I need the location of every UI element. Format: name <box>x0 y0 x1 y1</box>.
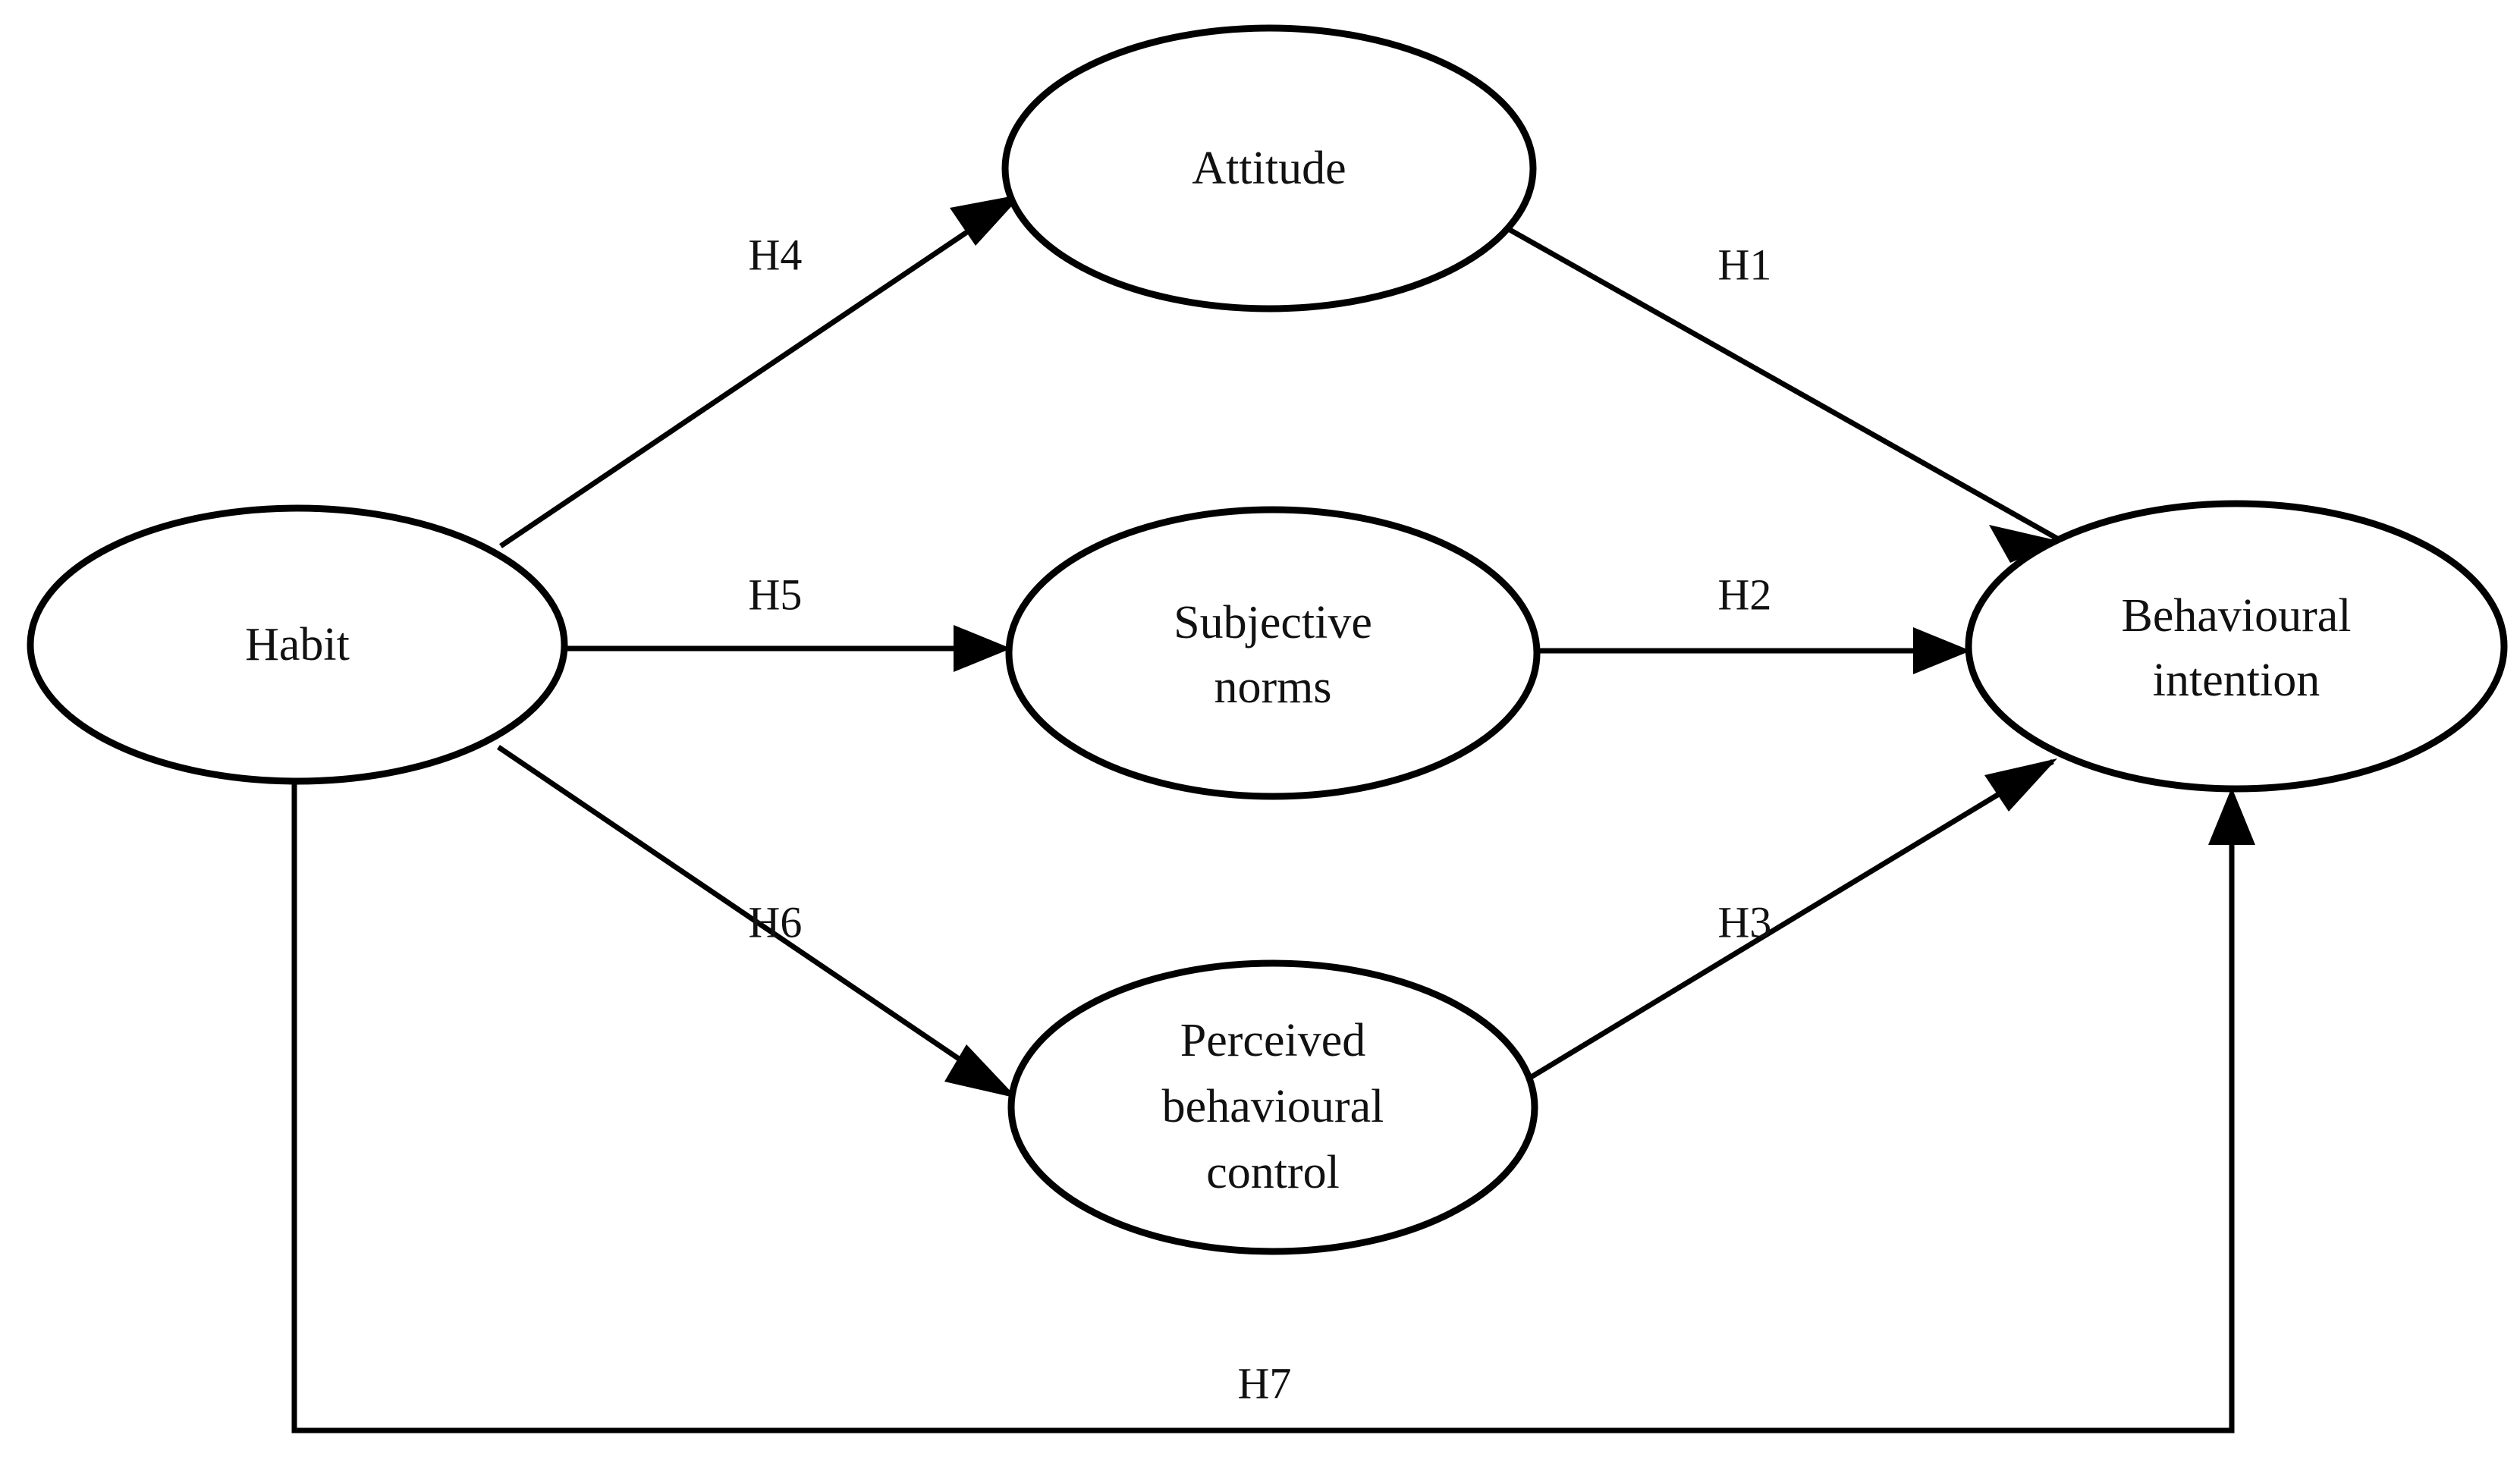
node-behavioural-intention-ellipse <box>1965 500 2508 793</box>
edge-h7[interactable]: H7 <box>291 777 2255 1433</box>
edge-h7-arrowhead <box>2208 787 2255 845</box>
edge-h6-arrowhead <box>944 1044 1017 1098</box>
edge-h4-arrowhead <box>950 194 1023 246</box>
node-behavioural-intention-label-line2: intention <box>2153 655 2320 706</box>
edge-h2-label: H2 <box>1718 570 1772 619</box>
node-perceived-behavioural-control-label-line2: behavioural <box>1162 1081 1384 1132</box>
edge-h6[interactable]: H6 <box>497 745 1017 1098</box>
node-habit[interactable]: Habit <box>27 504 568 785</box>
edge-h2-arrowhead <box>1913 627 1971 674</box>
node-perceived-behavioural-control[interactable]: Perceived behavioural control <box>1007 959 1538 1255</box>
edge-h5-arrowhead <box>954 625 1011 672</box>
node-subjective-norms[interactable]: Subjective norms <box>1005 506 1541 800</box>
edge-h4[interactable]: H4 <box>499 194 1023 548</box>
edge-h6-label: H6 <box>749 897 803 947</box>
node-perceived-behavioural-control-ellipse <box>1007 959 1538 1255</box>
edge-h6-line <box>497 745 1014 1097</box>
node-subjective-norms-ellipse <box>1005 506 1541 800</box>
edge-h3-label: H3 <box>1718 897 1772 947</box>
edge-h1[interactable]: H1 <box>1504 225 2062 563</box>
node-perceived-behavioural-control-label-line3: control <box>1206 1147 1340 1198</box>
edge-h5-label: H5 <box>749 570 803 619</box>
edge-h3-line <box>1510 759 2054 1091</box>
edge-h3-arrowhead <box>1984 758 2057 812</box>
edge-h4-label: H4 <box>749 230 803 279</box>
edge-h1-line <box>1504 225 2059 542</box>
edge-h4-line <box>499 195 1020 548</box>
node-habit-ellipse <box>27 504 568 785</box>
node-attitude[interactable]: Attitude <box>1001 24 1537 312</box>
node-behavioural-intention[interactable]: Behavioural intention <box>1965 500 2508 793</box>
node-habit-label: Habit <box>245 619 350 670</box>
node-behavioural-intention-label-line1: Behavioural <box>2121 590 2351 642</box>
node-perceived-behavioural-control-label-line1: Perceived <box>1180 1015 1365 1066</box>
node-subjective-norms-label-line1: Subjective <box>1174 597 1372 648</box>
node-subjective-norms-label-line2: norms <box>1214 661 1332 713</box>
edge-h2[interactable]: H2 <box>1537 570 1971 674</box>
edge-h7-path <box>291 777 2235 1433</box>
edge-h1-label: H1 <box>1718 240 1772 289</box>
edge-h5[interactable]: H5 <box>564 570 1011 672</box>
node-attitude-ellipse <box>1001 24 1537 312</box>
edge-h1-arrowhead <box>1989 525 2062 563</box>
edge-h3[interactable]: H3 <box>1510 758 2057 1091</box>
edge-h7-label: H7 <box>1238 1358 1292 1408</box>
node-attitude-label: Attitude <box>1192 143 1346 194</box>
